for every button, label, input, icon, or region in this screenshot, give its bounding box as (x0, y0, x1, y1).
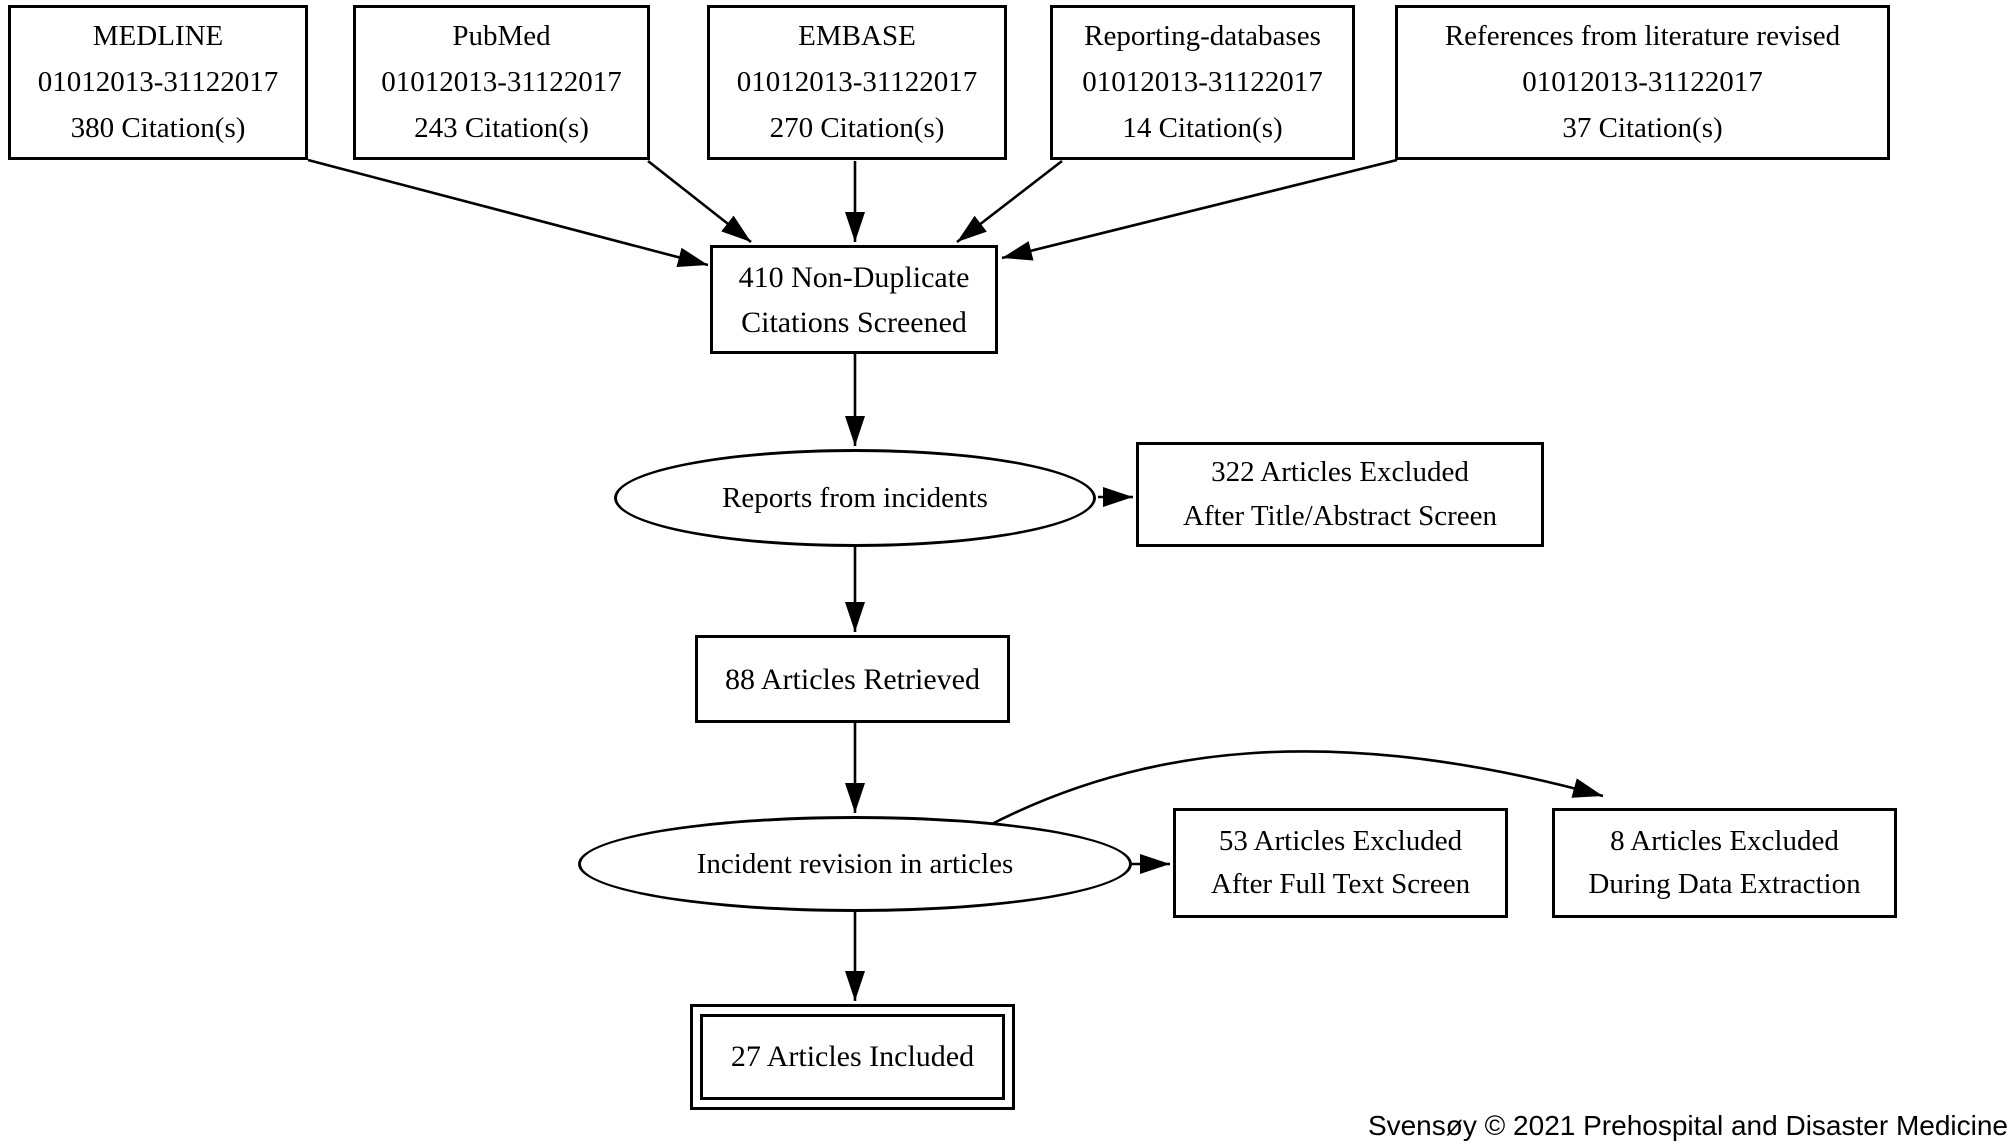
source-name: References from literature revised (1444, 20, 1841, 53)
decision-reports-ellipse: Reports from incidents (614, 449, 1096, 547)
source-name: PubMed (452, 20, 551, 53)
source-date-range: 01012013-31122017 (1522, 66, 1763, 99)
excluded-title-abstract-line1: 322 Articles Excluded (1211, 456, 1469, 488)
source-citations: 37 Citation(s) (1562, 111, 1723, 144)
credit-text: Svensøy © 2021 Prehospital and Disaster … (1367, 1110, 2008, 1141)
arrow-reporting-to-screened (956, 159, 1063, 244)
source-citations: 380 Citation(s) (70, 111, 246, 144)
source-citations: 243 Citation(s) (414, 111, 589, 144)
included-box-inner: 27 Articles Included (700, 1014, 1005, 1100)
source-name: MEDLINE (92, 20, 224, 53)
source-box-medline: MEDLINE 01012013-31122017 380 Citation(s… (8, 5, 308, 160)
source-date-range: 01012013-31122017 (37, 66, 279, 99)
included-label: 27 Articles Included (730, 1040, 975, 1073)
screened-line2: Citations Screened (741, 305, 967, 339)
arrow-references-to-screened (1001, 158, 1398, 261)
excluded-title-abstract-box: 322 Articles Excluded After Title/Abstra… (1136, 442, 1544, 547)
source-box-reporting-databases: Reporting-databases 01012013-31122017 14… (1050, 5, 1355, 160)
excluded-full-text-box: 53 Articles Excluded After Full Text Scr… (1173, 808, 1508, 918)
retrieved-box: 88 Articles Retrieved (695, 635, 1010, 723)
source-citations: 270 Citation(s) (769, 111, 945, 144)
excluded-full-text-line2: After Full Text Screen (1210, 868, 1471, 900)
source-name: Reporting-databases (1084, 20, 1321, 53)
source-date-range: 01012013-31122017 (1082, 66, 1323, 99)
excluded-data-extraction-line1: 8 Articles Excluded (1610, 824, 1839, 857)
screened-box: 410 Non-Duplicate Citations Screened (710, 245, 998, 354)
source-name: EMBASE (798, 20, 916, 53)
retrieved-label: 88 Articles Retrieved (725, 662, 980, 696)
arrow-revision-to-excluded8 (987, 750, 1604, 828)
source-citations: 14 Citation(s) (1122, 111, 1283, 144)
excluded-full-text-line1: 53 Articles Excluded (1218, 824, 1463, 857)
decision-incident-revision-label: Incident revision in articles (696, 847, 1014, 880)
source-date-range: 01012013-31122017 (381, 66, 622, 99)
excluded-title-abstract-line2: After Title/Abstract Screen (1182, 499, 1498, 532)
source-box-pubmed: PubMed 01012013-31122017 243 Citation(s) (353, 5, 650, 160)
arrow-pubmed-to-screened (647, 159, 752, 244)
excluded-data-extraction-line2: During Data Extraction (1588, 868, 1861, 900)
decision-reports-label: Reports from incidents (722, 481, 988, 514)
excluded-data-extraction-box: 8 Articles Excluded During Data Extracti… (1552, 808, 1897, 918)
source-box-embase: EMBASE 01012013-31122017 270 Citation(s) (707, 5, 1007, 160)
source-date-range: 01012013-31122017 (736, 66, 978, 99)
source-box-references: References from literature revised 01012… (1395, 5, 1890, 160)
decision-incident-revision-ellipse: Incident revision in articles (578, 816, 1132, 912)
screened-line1: 410 Non-Duplicate (738, 260, 970, 294)
arrow-medline-to-screened (307, 158, 709, 268)
included-box: 27 Articles Included (690, 1004, 1015, 1110)
